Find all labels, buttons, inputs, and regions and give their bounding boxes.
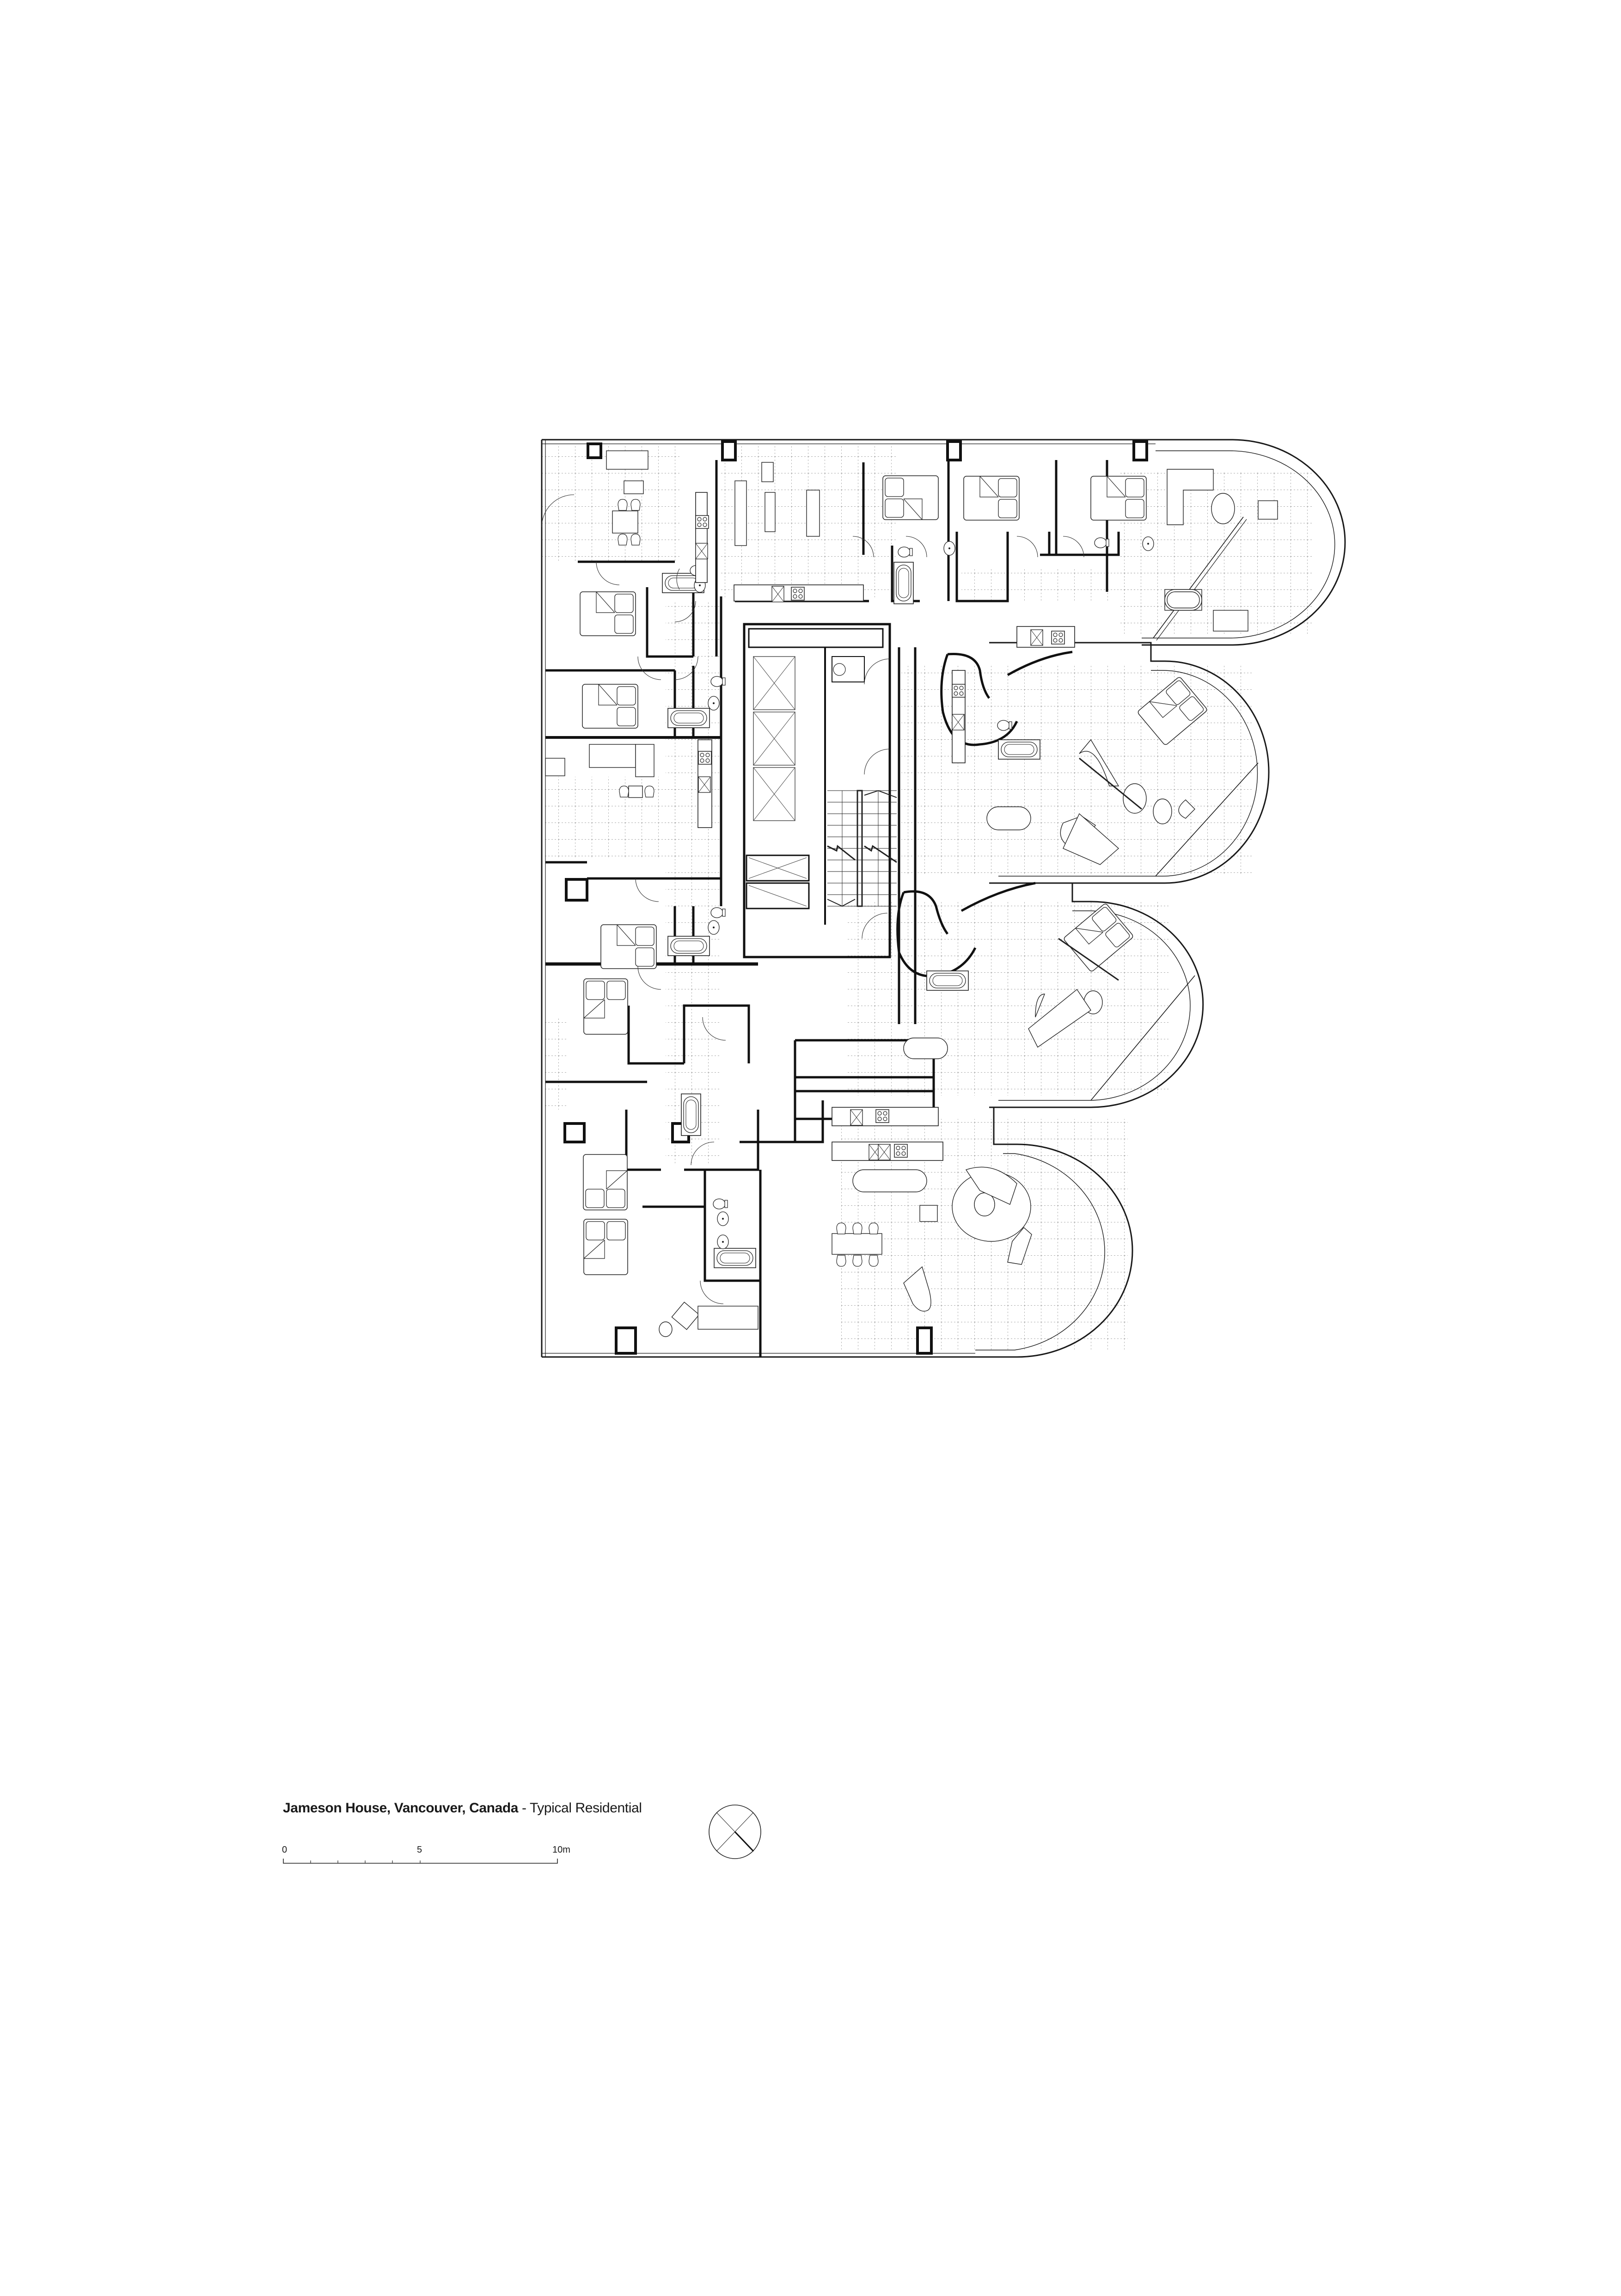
title-separator: - [518,1800,530,1816]
core-stairs [827,790,897,907]
drawing-title: Jameson House, Vancouver, Canada - Typic… [283,1800,642,1817]
scale-ruler [283,1859,558,1864]
building-outline [541,439,1346,1358]
title-project: Jameson House, Vancouver, Canada [283,1800,519,1816]
core-lifts [746,656,865,909]
scale-label-10m: 10m [552,1845,570,1855]
living-furniture [545,450,1278,1337]
scale-bar: 0 5 10m [282,1845,579,1872]
door-swings [541,494,1084,1304]
scale-label-5: 5 [417,1845,422,1855]
title-sheet: Typical Residential [530,1800,642,1816]
columns [563,440,1148,1355]
kitchen-fixtures [695,492,1075,1161]
north-arrow-icon [709,1805,761,1859]
scale-label-0: 0 [282,1845,287,1855]
